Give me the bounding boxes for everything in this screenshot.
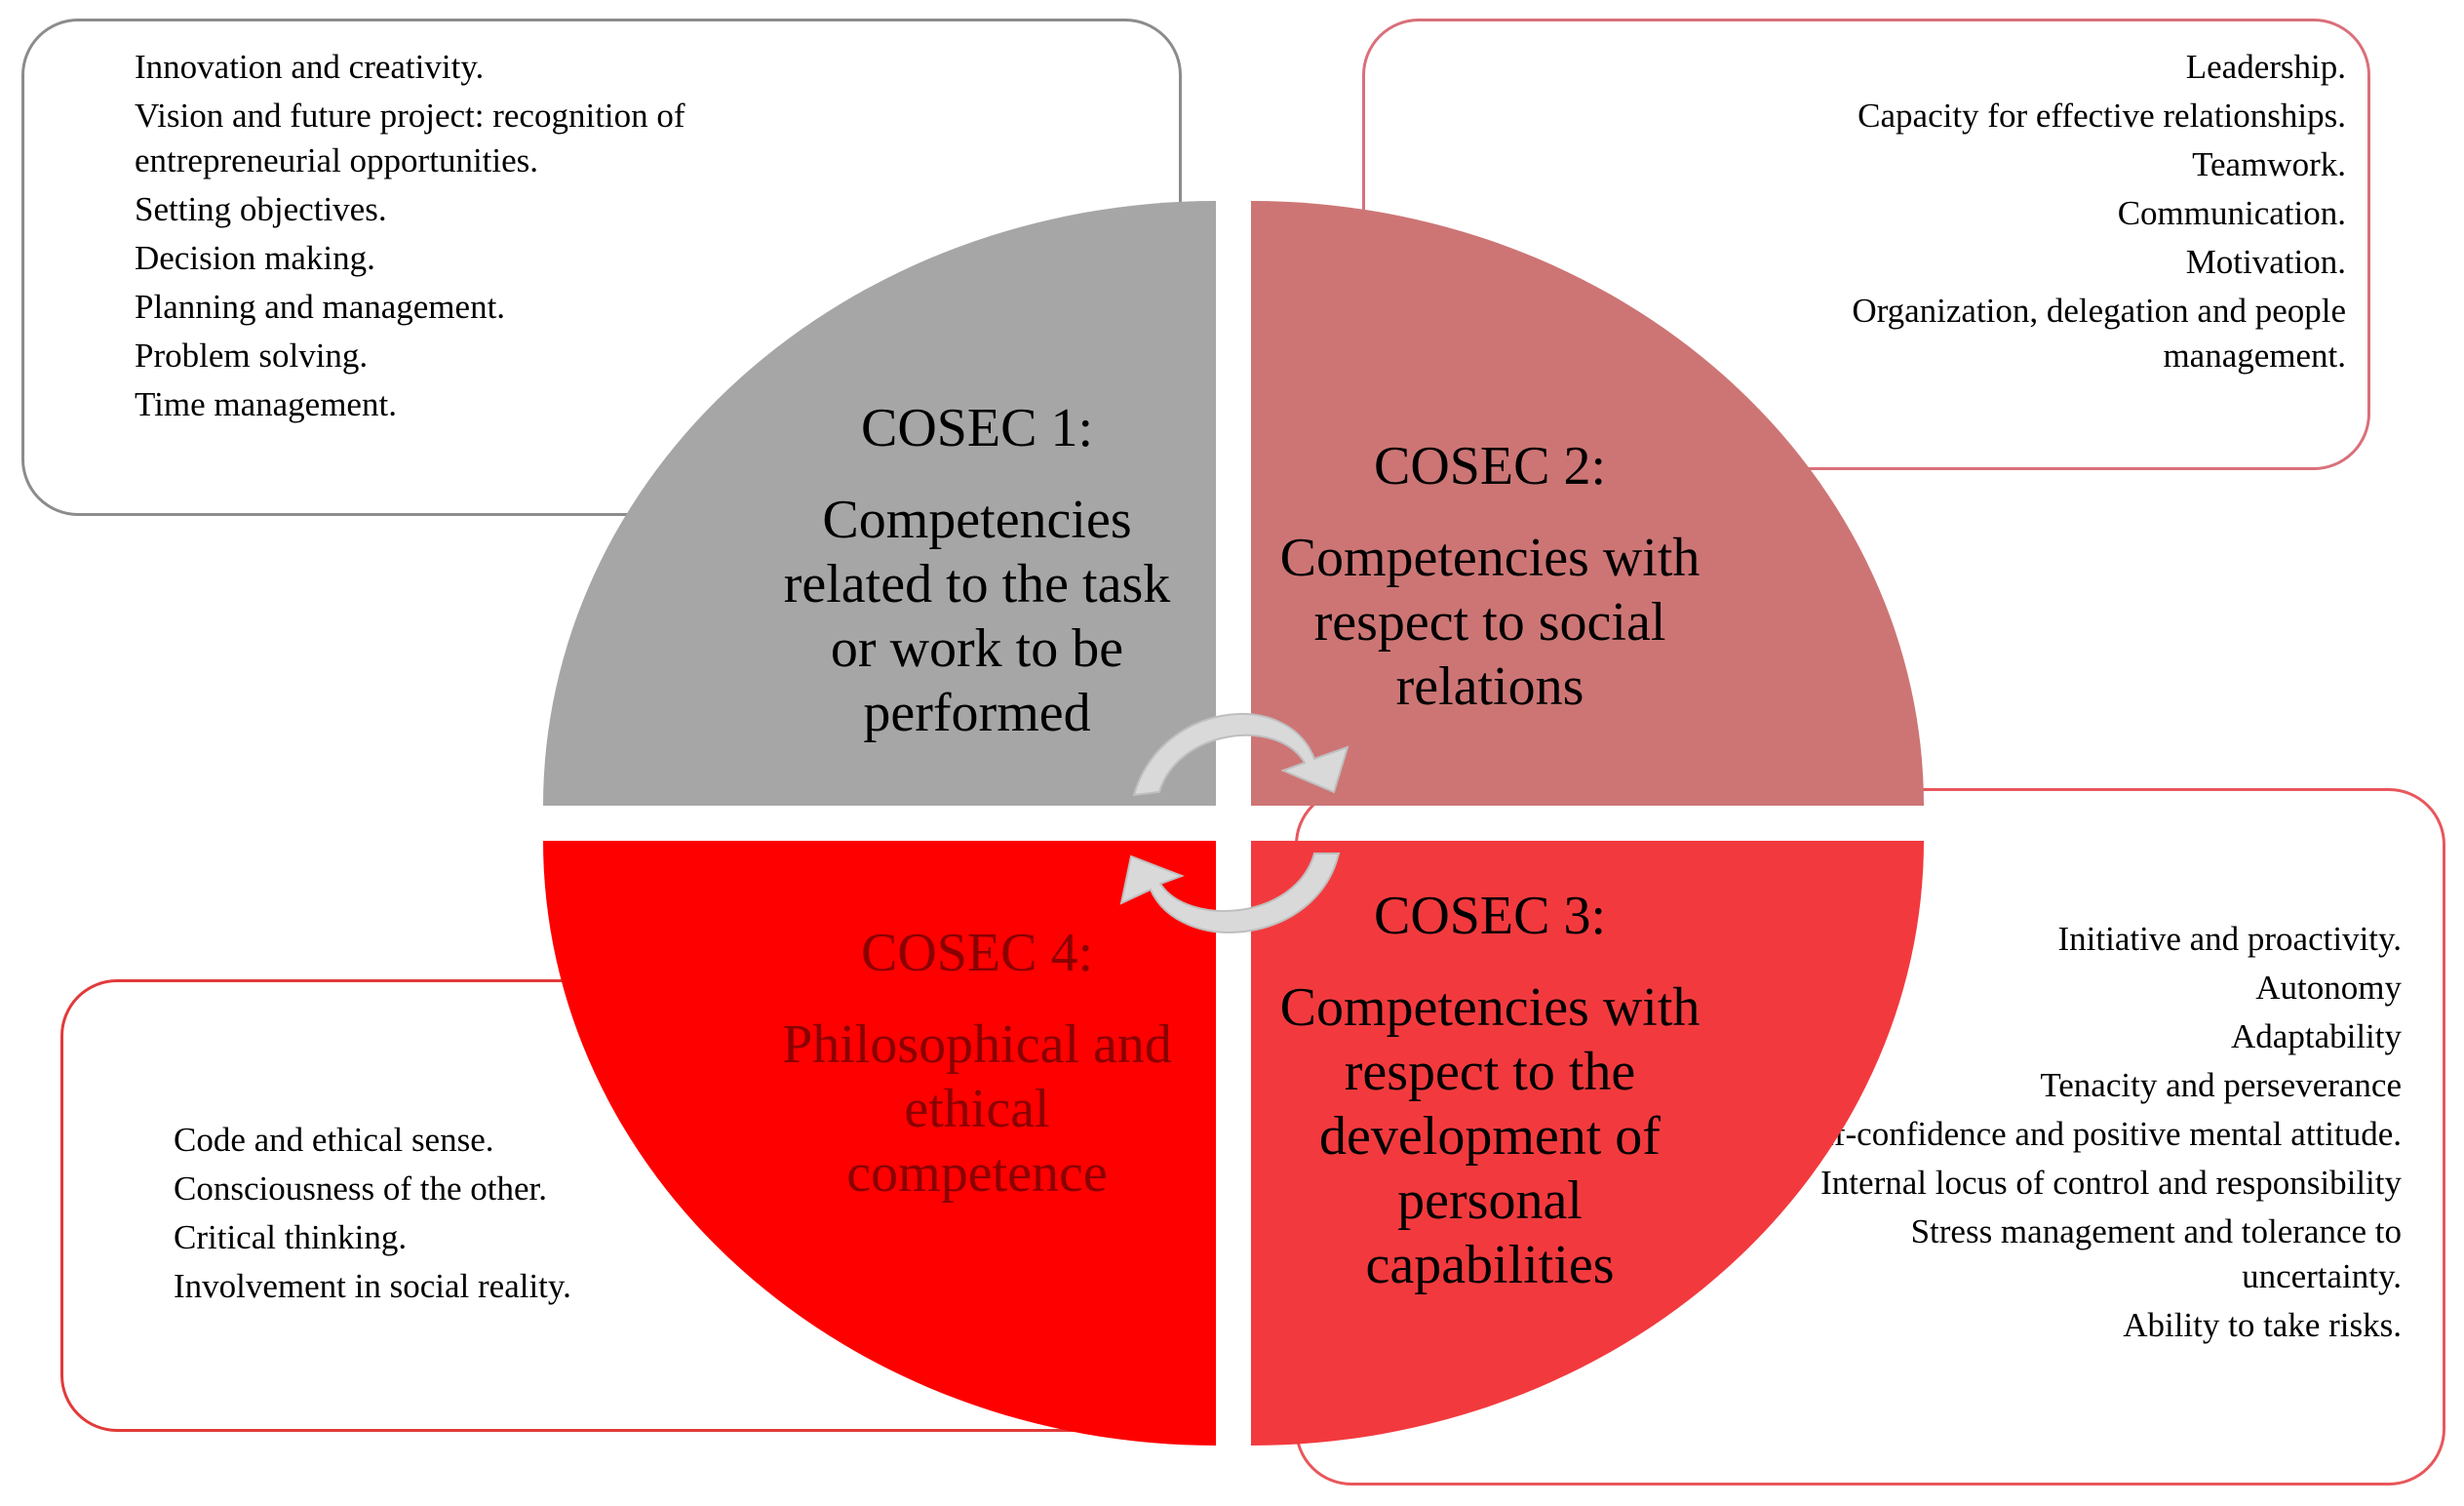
- cosec3-item: Self-confidence and positive mental atti…: [1790, 1115, 2402, 1153]
- cosec1-number: COSEC 1:: [860, 398, 1094, 458]
- cosec1-title: Competencies related to the task or work…: [783, 490, 1171, 743]
- cosec2-item: Motivation.: [2185, 243, 2346, 281]
- cosec4-label: COSEC 4: Philosophical and ethical compe…: [767, 921, 1187, 1206]
- cosec2-item: Capacity for effective relationships.: [1858, 97, 2346, 135]
- cycle-arrows: [1119, 713, 1349, 933]
- cosec2-item: Leadership.: [2185, 48, 2346, 86]
- cosec2-label: COSEC 2: Competencies with respect to so…: [1275, 434, 1704, 719]
- cosec2-item-list: Leadership. Capacity for effective relat…: [1775, 45, 2346, 382]
- cosec4-item: Involvement in social reality.: [174, 1267, 571, 1305]
- cosec2-item: Teamwork.: [2192, 145, 2346, 183]
- cosec4-item-list: Code and ethical sense. Consciousness of…: [174, 1118, 856, 1313]
- cosec3-item: Stress management and tolerance to uncer…: [1910, 1212, 2402, 1295]
- cosec3-title: Competencies with respect to the develop…: [1279, 977, 1701, 1295]
- cosec3-item: Tenacity and perseverance: [2040, 1066, 2402, 1104]
- cosec1-item-list: Innovation and creativity. Vision and fu…: [135, 45, 837, 431]
- cosec3-item: Ability to take risks.: [2123, 1306, 2402, 1344]
- cosec4-item: Consciousness of the other.: [174, 1169, 548, 1208]
- cosec4-item: Code and ethical sense.: [174, 1121, 494, 1159]
- cosec1-item: Time management.: [135, 385, 397, 423]
- cosec4-item: Critical thinking.: [174, 1218, 408, 1256]
- cosec1-item: Decision making.: [135, 239, 375, 277]
- cosec3-item-list: Initiative and proactivity. Autonomy Ada…: [1761, 917, 2402, 1352]
- cosec1-item: Problem solving.: [135, 337, 369, 375]
- cosec1-item: Planning and management.: [135, 288, 506, 326]
- cosec1-item: Innovation and creativity.: [135, 48, 485, 86]
- cosec2-title: Competencies with respect to social rela…: [1279, 528, 1701, 717]
- cosec2-quadrant: [1251, 201, 1924, 806]
- cosec3-item: Initiative and proactivity.: [2057, 920, 2402, 958]
- cosec1-label: COSEC 1: Competencies related to the tas…: [767, 396, 1187, 745]
- cosec3-label: COSEC 3: Competencies with respect to th…: [1275, 884, 1704, 1297]
- cycle-arrow-bottom-icon: [1119, 852, 1341, 933]
- cosec3-quadrant: [1251, 841, 1924, 1446]
- cosec2-item: Communication.: [2117, 194, 2346, 232]
- cosec3-number: COSEC 3:: [1373, 886, 1607, 946]
- cycle-arrow-top-icon: [1132, 713, 1349, 797]
- cosec3-item: Adaptability: [2231, 1017, 2402, 1055]
- cosec2-item: Organization, delegation and people mana…: [1852, 292, 2346, 375]
- cosec1-quadrant: [543, 201, 1216, 806]
- cosec3-item: Autonomy: [2255, 969, 2402, 1007]
- cosec4-title: Philosophical and ethical competence: [782, 1014, 1172, 1204]
- cosec2-number: COSEC 2:: [1373, 436, 1607, 496]
- cosec1-item: Setting objectives.: [135, 190, 387, 228]
- cosec3-item: Internal locus of control and responsibi…: [1820, 1164, 2402, 1202]
- cosec1-item: Vision and future project: recognition o…: [135, 97, 685, 179]
- cosec4-quadrant: [543, 841, 1216, 1446]
- cosec4-number: COSEC 4:: [860, 923, 1094, 983]
